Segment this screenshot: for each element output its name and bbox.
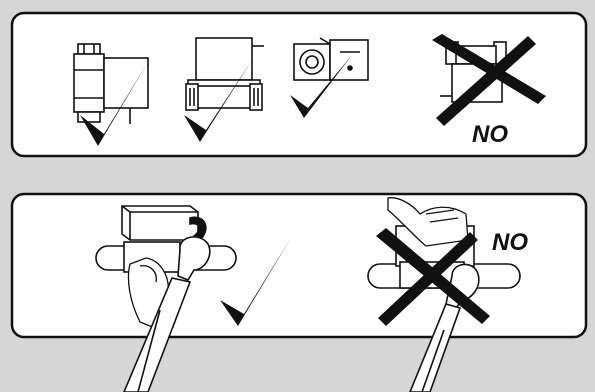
wrench-icon bbox=[123, 236, 211, 392]
panel-wrench-installation: NO bbox=[10, 192, 588, 392]
panel-orientation: NO bbox=[10, 11, 588, 158]
zone-valve-icon bbox=[185, 37, 264, 111]
no-label: NO bbox=[472, 121, 508, 148]
zone-valve-icon bbox=[293, 37, 369, 81]
hand-icon bbox=[387, 197, 469, 247]
cross-icon bbox=[376, 228, 490, 326]
zone-valve-icon bbox=[73, 43, 149, 124]
no-label: NO bbox=[492, 229, 528, 256]
cross-icon bbox=[432, 34, 546, 126]
